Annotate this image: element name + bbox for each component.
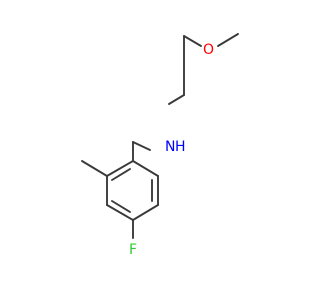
structure-canvas: O N H F — [81, 33, 239, 258]
ring-bond-4 — [106, 204, 134, 221]
hydrogen-atom-label: H — [175, 139, 186, 155]
ring-double-bond-3 — [111, 168, 131, 181]
nitrogen-atom-label: N — [165, 139, 175, 155]
bond-nitrogen-ch2 — [132, 141, 151, 151]
bond-methyl-oxygen — [217, 33, 239, 47]
molecule-diagram: O N H F — [81, 33, 239, 258]
ring-bond-3 — [132, 204, 159, 221]
bond-ring-methyl — [81, 160, 108, 177]
bond-oxygen-ch2 — [183, 35, 202, 47]
ring-bond-1 — [132, 160, 159, 177]
oxygen-atom-label: O — [203, 42, 214, 58]
bond-ch2-nitrogen — [168, 94, 185, 105]
ring-bond-6 — [106, 160, 134, 177]
fluorine-atom-label: F — [129, 242, 137, 258]
ring-double-bond-2 — [111, 200, 131, 213]
